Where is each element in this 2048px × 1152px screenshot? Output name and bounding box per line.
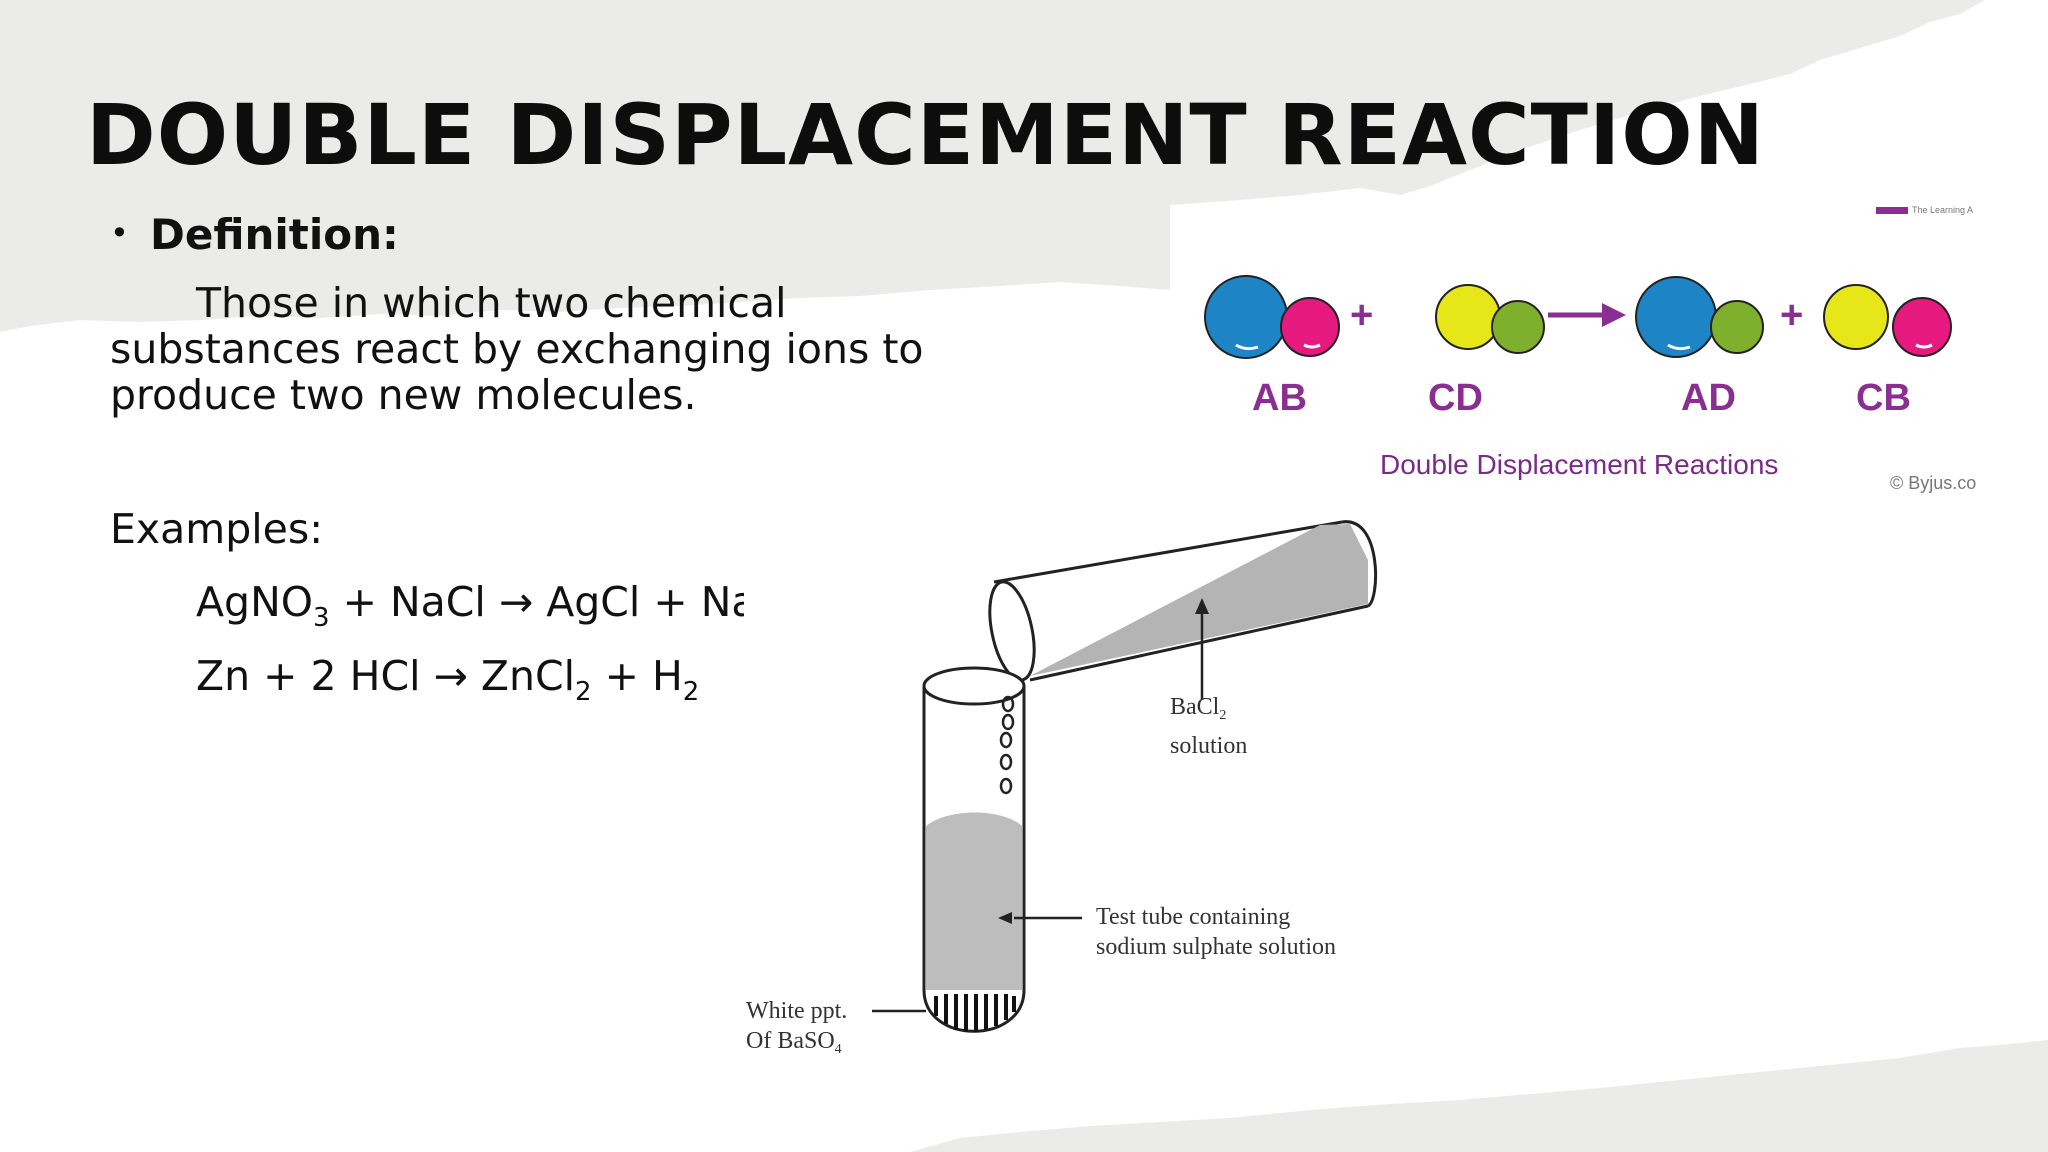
label-ad: AD [1681,377,1736,419]
atom-a-ab [1204,275,1288,359]
precipitate-label: White ppt. Of BaSO4 [746,998,848,1057]
molecule-graphic [1204,207,1952,359]
definition-text: Those in which two chemical substances r… [110,279,924,419]
diagram-caption: Double Displacement Reactions [1380,449,1779,480]
atom-d-ad [1710,300,1764,354]
atom-b-ab [1280,297,1340,357]
bacl2-label: BaCl2 solution [1170,694,1248,759]
definition-heading: Definition: [150,210,399,259]
plus-sign-1: + [1350,293,1374,337]
bullet: • [110,214,129,252]
atom-c-cd [1435,284,1501,350]
plus-sign-2: + [1780,293,1804,337]
label-cb: CB [1856,377,1911,419]
atom-d-cd [1491,300,1545,354]
double-displacement-diagram: The Learning A + + AB CD AD CB Double Di… [1170,205,1980,515]
logo-tagline: The Learning A [1912,205,1974,215]
example-equation-1: AgNO3 + NaCl → AgCl + NaN [196,578,744,633]
atom-a-ad [1635,276,1717,358]
image-credit: © Byjus.co [1890,473,1977,493]
slide-title: DOUBLE DISPLACEMENT REACTION [86,86,1765,184]
examples-label: Examples: [110,505,324,553]
atom-c-cb [1823,284,1889,350]
label-cd: CD [1428,377,1483,419]
logo-mark [1876,207,1908,214]
atom-b-cb [1892,297,1952,357]
example-equation-2: Zn + 2 HCl → ZnCl2 + H2 [196,652,700,707]
test-tube-label: Test tube containing sodium sulphate sol… [1096,904,1336,960]
label-ab: AB [1252,377,1307,419]
reaction-arrow-head [1602,303,1626,327]
